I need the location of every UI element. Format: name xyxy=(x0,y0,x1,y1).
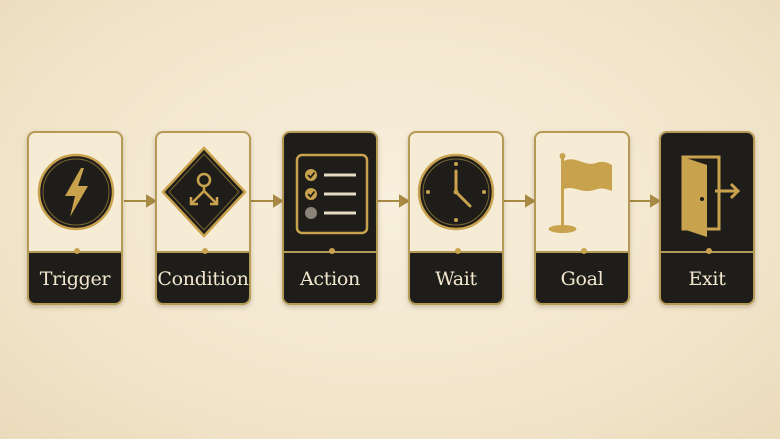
step-label-area: Goal xyxy=(536,251,628,303)
step-label-action: Action xyxy=(300,268,360,290)
step-label-area: Trigger xyxy=(29,251,121,303)
step-card-trigger: Trigger xyxy=(27,131,123,305)
checklist-icon xyxy=(295,153,369,235)
connector-arrowhead-3 xyxy=(399,194,410,208)
step-card-wait: Wait xyxy=(408,131,504,305)
step-card-exit: Exit xyxy=(659,131,755,305)
step-icon-area xyxy=(661,133,753,251)
connector-dot xyxy=(706,248,712,254)
step-label-wait: Wait xyxy=(435,268,477,290)
connector-dot xyxy=(455,248,461,254)
step-card-action: Action xyxy=(282,131,378,305)
step-icon-area xyxy=(410,133,502,251)
connector-arrowhead-2 xyxy=(273,194,284,208)
step-card-condition: Condition xyxy=(155,131,251,305)
connector-arrowhead-1 xyxy=(146,194,157,208)
connector-arrowhead-4 xyxy=(525,194,536,208)
step-icon-area xyxy=(29,133,121,251)
connector-dot xyxy=(581,248,587,254)
step-icon-area xyxy=(536,133,628,251)
lightning-icon xyxy=(37,153,115,231)
connector-dot xyxy=(74,248,80,254)
step-label-area: Wait xyxy=(410,251,502,303)
clock-icon xyxy=(417,153,495,231)
step-card-goal: Goal xyxy=(534,131,630,305)
step-label-area: Condition xyxy=(157,251,249,303)
step-label-exit: Exit xyxy=(688,268,726,290)
exit-door-icon xyxy=(681,155,741,237)
step-icon-area xyxy=(157,133,249,251)
connector-arrowhead-5 xyxy=(650,194,661,208)
branch-diamond-icon xyxy=(161,146,247,238)
step-label-trigger: Trigger xyxy=(39,268,111,290)
step-label-goal: Goal xyxy=(560,268,604,290)
connector-dot xyxy=(329,248,335,254)
connector-dot xyxy=(202,248,208,254)
step-label-area: Exit xyxy=(661,251,753,303)
step-label-condition: Condition xyxy=(157,268,249,290)
step-icon-area xyxy=(284,133,376,251)
flag-icon xyxy=(548,153,612,233)
step-label-area: Action xyxy=(284,251,376,303)
